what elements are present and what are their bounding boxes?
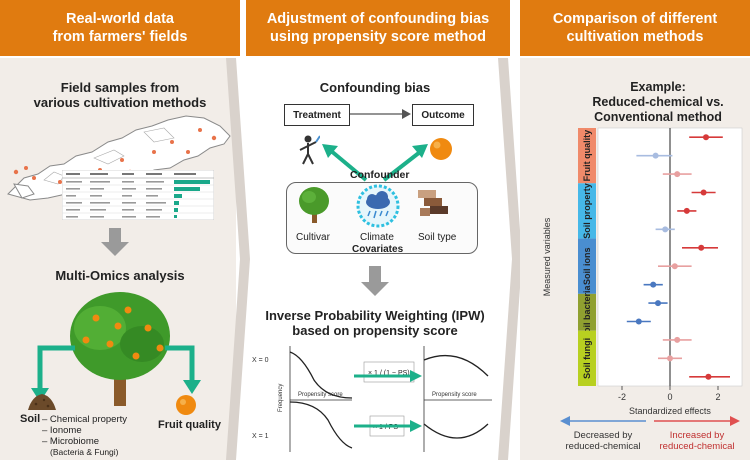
orange-outcome-icon	[430, 138, 452, 160]
weight-top-label: × 1 / (1 − PS)	[368, 370, 410, 377]
x1-label: X = 1	[252, 433, 269, 440]
header-propensity-score: Adjustment of confounding bias using prop…	[246, 0, 510, 56]
x0-label: X = 0	[252, 357, 269, 364]
soil-label: Soil	[20, 413, 41, 425]
farmer-icon	[299, 135, 320, 165]
soil-type-label: Soil type	[418, 232, 457, 243]
title-line: Field samples from	[60, 80, 180, 95]
soil-items-list: – Chemical property – Ionome – Microbiom…	[42, 414, 127, 458]
title-line: Example:	[630, 80, 686, 94]
data-point	[652, 152, 659, 159]
header-comparison: Comparison of different cultivation metho…	[520, 0, 750, 56]
data-point	[698, 244, 705, 251]
data-point	[650, 281, 657, 288]
title-line: Conventional method	[594, 110, 722, 124]
header-line: cultivation methods	[566, 29, 704, 45]
group-label: Soil ions	[582, 247, 592, 285]
header-line: Comparison of different	[552, 11, 718, 27]
legend-line: Decreased by	[573, 430, 633, 441]
header-line: Real-world data	[66, 11, 174, 27]
header-real-world-data: Real-world data from farmers' fields	[0, 0, 240, 56]
orange-fruit-icon	[176, 395, 196, 415]
data-point	[635, 318, 642, 325]
chevron-separator	[226, 58, 250, 460]
confounder-label: Confounder	[350, 169, 410, 181]
sample-table	[62, 170, 214, 220]
forest-plot-chart: Measured variables Standardized effects …	[542, 127, 743, 416]
climate-cloud-icon	[356, 184, 400, 228]
group-strip	[578, 293, 596, 331]
x-tick-label: 0	[667, 392, 672, 402]
ipw-title: Inverse Probability Weighting (IPW) base…	[244, 308, 506, 338]
ipw-diagram: X = 0 X = 1 Frequency Propensity score ×…	[252, 346, 492, 452]
legend-line: Increased by	[669, 430, 725, 441]
title-line: based on propensity score	[292, 323, 458, 338]
data-point	[674, 171, 681, 178]
data-point	[703, 134, 709, 141]
outcome-label: Outcome	[421, 109, 465, 121]
title-line: Reduced-chemical vs.	[592, 95, 724, 109]
group-strip	[578, 238, 596, 294]
group-label: Soil fungi	[582, 338, 592, 379]
group-label: Soil bacteria	[582, 285, 592, 340]
fruit-tree-illustration	[31, 292, 201, 406]
legend-line: reduced-chemical	[659, 441, 735, 452]
soil-type-icon	[418, 190, 448, 216]
frequency-label: Frequency	[278, 384, 284, 412]
y-axis-label: Measured variables	[542, 217, 552, 296]
soil-item: (Bacteria & Fungi)	[50, 447, 119, 457]
confounding-bias-title: Confounding bias	[319, 80, 431, 95]
confounder-arrows	[322, 144, 428, 182]
down-arrow-icon	[101, 228, 129, 256]
header-line: using propensity score method	[270, 29, 486, 45]
example-title: Example: Reduced-chemical vs. Convention…	[566, 80, 750, 125]
group-strip	[578, 128, 596, 184]
legend-decreased: Decreased by reduced-chemical	[558, 430, 648, 452]
climate-label: Climate	[360, 232, 394, 243]
covariates-label: Covariates	[352, 244, 404, 255]
treatment-to-outcome-arrow	[350, 109, 411, 119]
down-arrow-icon	[361, 266, 389, 296]
title-line: Inverse Probability Weighting (IPW)	[265, 308, 485, 323]
soil-item: – Ionome	[42, 425, 82, 436]
soil-item: – Microbiome	[42, 436, 100, 447]
outcome-box: Outcome	[412, 104, 474, 126]
panel-real-world-data: Real-world data from farmers' fields Fiel…	[0, 0, 240, 460]
treatment-box: Treatment	[284, 104, 350, 126]
multiomics-title: Multi-Omics analysis	[55, 268, 185, 283]
treatment-label: Treatment	[293, 109, 341, 121]
data-point	[683, 207, 690, 214]
data-point	[667, 355, 673, 362]
title-line: various cultivation methods	[33, 95, 207, 110]
header-line: Adjustment of confounding bias	[266, 11, 490, 27]
fruit-quality-label: Fruit quality	[158, 419, 221, 431]
data-point	[700, 189, 707, 196]
data-point	[662, 226, 669, 233]
propensity-score-label: Propensity score	[298, 392, 343, 398]
legend-increased: Increased by reduced-chemical	[652, 430, 742, 452]
cultivar-tree-icon	[299, 187, 329, 223]
data-point	[655, 300, 661, 307]
soil-item: – Chemical property	[42, 414, 128, 425]
data-point	[671, 263, 678, 270]
propensity-score-label: Propensity score	[432, 392, 477, 398]
header-line: from farmers' fields	[52, 29, 188, 45]
group-strip	[578, 183, 596, 239]
data-point	[674, 336, 681, 343]
chevron-separator	[498, 58, 522, 460]
group-label: Soil property	[582, 183, 592, 239]
data-point	[705, 373, 712, 380]
group-label: Fruit quality	[582, 130, 592, 182]
field-samples-title: Field samples from various cultivation m…	[0, 80, 240, 110]
x-axis-label: Standardized effects	[629, 406, 711, 416]
cultivar-label: Cultivar	[296, 232, 330, 243]
x-tick-label: -2	[618, 392, 626, 402]
group-strip	[578, 330, 596, 386]
x-tick-label: 2	[715, 392, 720, 402]
legend-line: reduced-chemical	[565, 441, 641, 452]
legend-arrows	[560, 416, 740, 426]
soil-icon	[28, 394, 56, 410]
